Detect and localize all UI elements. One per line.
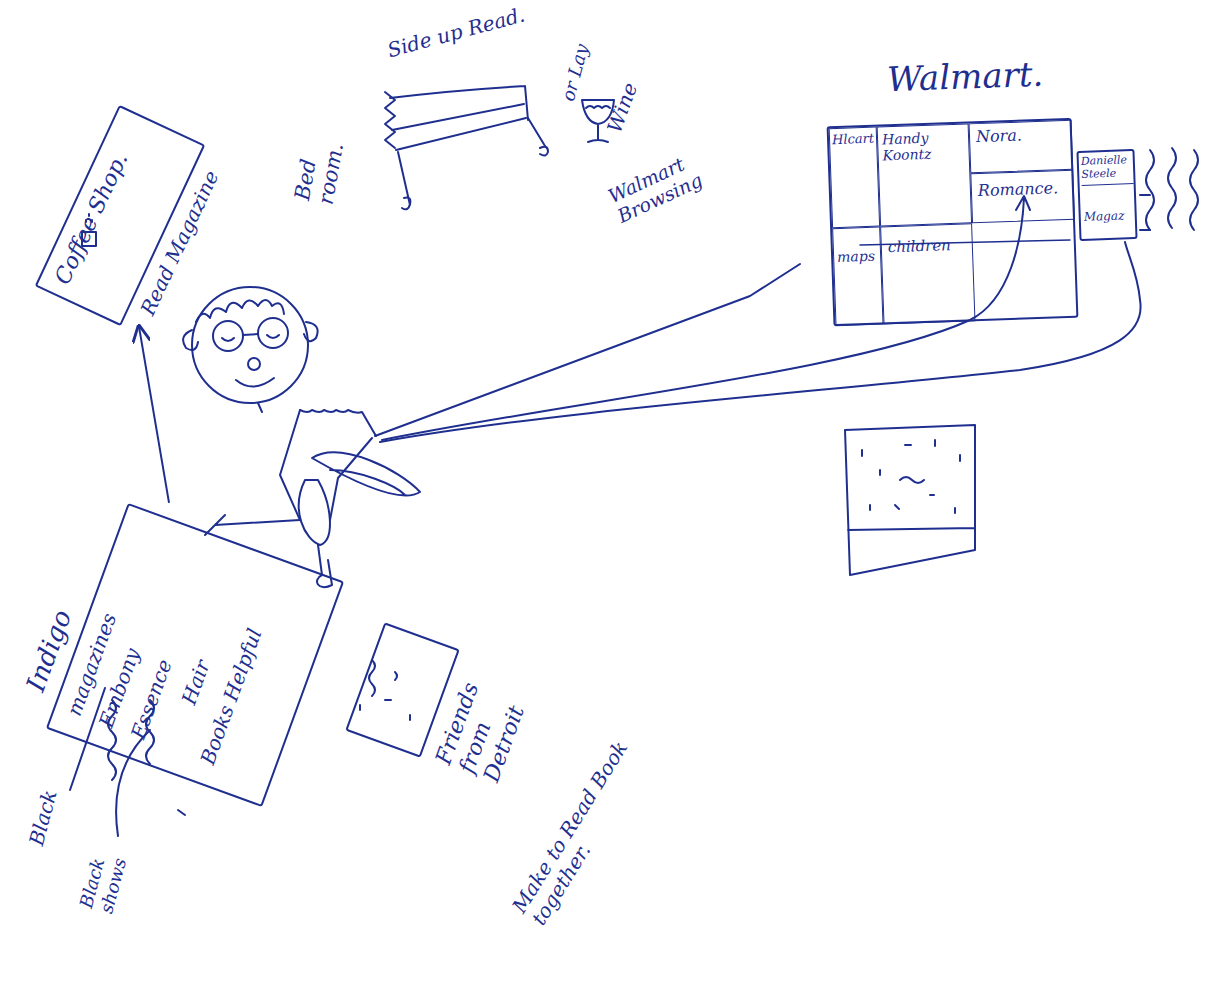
shelf-cell: Handy Koontz [877, 123, 972, 226]
note-label: Walmart Browsing [605, 133, 741, 228]
node-heading: Friends from Detroit [431, 679, 531, 785]
shelf-cell: children [880, 223, 975, 324]
figure-curls [183, 322, 318, 350]
empty-box-marks [862, 440, 960, 513]
leader-line [380, 242, 1141, 442]
note-label: Make to Read Book together. [508, 731, 656, 929]
note-card: Friends from Detroit [345, 622, 460, 757]
shelf-squiggles [1146, 148, 1198, 230]
figure-nose [248, 358, 260, 370]
note-label: Black [25, 755, 71, 848]
stick-figure [183, 287, 420, 587]
note-label: or Lay [558, 11, 601, 103]
figure-glasses [258, 318, 288, 348]
figure-leg [299, 480, 332, 587]
node-text: Magaz [1084, 209, 1136, 225]
bed-frame [390, 86, 528, 150]
empty-box [845, 425, 975, 575]
card-squiggles [360, 660, 410, 720]
empty-box-outline [845, 425, 975, 575]
node-text: Read Magazine [136, 119, 246, 319]
figure-shoulders [258, 403, 376, 436]
store-grid: Walmart.HlcartHandy KoontzNora.Romance.m… [827, 118, 1079, 326]
node-heading: Coffee Shop. [50, 114, 149, 288]
shelf-box: Danielle SteeleMagaz [1076, 149, 1137, 241]
node-heading: children [888, 236, 973, 256]
node-heading: Romance. [978, 179, 1074, 201]
shelf-cell: Hlcart [829, 127, 880, 229]
figure-glasses [213, 321, 243, 351]
store-box: IndigomagazinesEmbonyEssenceHairBooks He… [46, 503, 344, 807]
figure-smile [236, 378, 274, 387]
node-heading: Handy Koontz [882, 128, 967, 163]
shelf-ties [1140, 195, 1150, 230]
node-heading: Walmart. [886, 53, 1107, 100]
connector-arrow [139, 326, 169, 503]
figure-eyes [222, 334, 279, 341]
node-heading: Danielle Steele [1081, 154, 1134, 186]
note-label: Black shows [76, 845, 132, 916]
shelf-cell: maps [832, 227, 883, 327]
shelf-cell: Nora. [969, 120, 1074, 174]
bed-headboard [385, 92, 395, 148]
figure-lap-lines [205, 515, 300, 535]
figure-arm [312, 452, 420, 495]
leader-arrow [382, 196, 1030, 440]
bed-legs [398, 118, 548, 209]
node-heading: Nora. [976, 125, 1067, 147]
note-label: Bed room. [290, 141, 348, 207]
leader-line [375, 264, 800, 436]
figure-head [192, 287, 308, 403]
node-text: Essence [127, 537, 220, 742]
note-label: Wine [603, 53, 652, 136]
node-heading: Hlcart [832, 132, 878, 149]
bed-sketch [385, 86, 548, 209]
shelf-cell: Romance. [970, 170, 1075, 224]
node-heading: maps [837, 248, 882, 266]
note-label: Side up Read. [385, 0, 574, 62]
place-box: Coffee Shop.Read Magazine [35, 105, 206, 326]
